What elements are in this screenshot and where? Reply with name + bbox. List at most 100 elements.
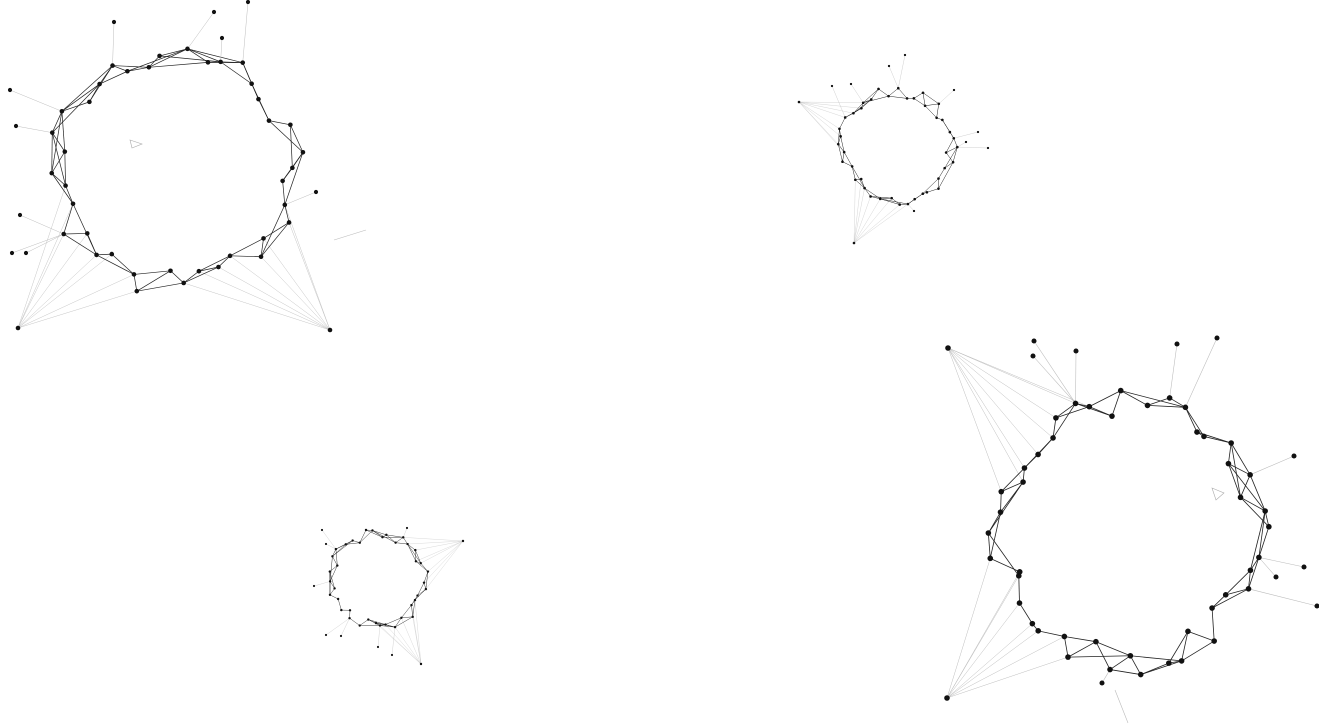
satellite-edge	[850, 83, 864, 103]
graph-node	[367, 618, 370, 621]
ring-edge	[183, 270, 200, 284]
graph-node	[1016, 600, 1023, 606]
graph-node	[951, 160, 955, 164]
hub-edge	[288, 222, 331, 331]
ring-edge	[412, 600, 416, 617]
graph-node	[1031, 338, 1037, 344]
satellite-edge	[831, 85, 846, 118]
hub-edge	[853, 188, 865, 244]
hub-edge	[853, 203, 909, 244]
ring-edge	[345, 540, 353, 545]
ring-edge	[198, 266, 219, 272]
ring-edge	[395, 542, 408, 545]
graph-node	[344, 543, 347, 546]
graph-node	[887, 64, 891, 68]
graph-node	[986, 146, 990, 150]
graph-node	[1201, 433, 1207, 440]
graph-node	[227, 253, 233, 259]
ring-edge	[944, 146, 958, 169]
graph-node	[245, 0, 251, 5]
graph-node	[424, 587, 428, 591]
ring-edge	[913, 92, 924, 99]
ring-edge	[1120, 390, 1148, 406]
ring-edge	[385, 617, 402, 625]
hub-edge	[798, 101, 845, 153]
graph-node	[852, 111, 855, 115]
hub-edge	[17, 185, 66, 329]
ring-edge	[990, 557, 1020, 573]
graph-node	[110, 63, 115, 68]
hub-edge	[946, 656, 1069, 699]
ring-edge	[880, 197, 892, 200]
ring-edge	[946, 146, 958, 153]
satellite-edge	[313, 581, 331, 587]
ring-edge	[1130, 655, 1142, 675]
ring-edge	[838, 128, 840, 145]
hub-edge	[407, 540, 464, 545]
ring-edge	[148, 55, 160, 68]
ring-edge	[1249, 474, 1266, 512]
ring-edge	[386, 534, 404, 538]
graph-node	[943, 166, 946, 170]
ring-edge	[415, 550, 417, 562]
graph-node	[878, 197, 882, 201]
hub-edge	[218, 266, 331, 331]
ring-edge	[899, 203, 908, 205]
graph-node	[1030, 353, 1036, 359]
graph-node	[1029, 620, 1036, 627]
graph-node	[414, 560, 418, 563]
ring-edge	[349, 617, 360, 626]
ring-edge	[415, 561, 429, 572]
graph-node	[376, 645, 380, 649]
hub-edge	[853, 198, 892, 244]
graph-node	[1228, 440, 1234, 446]
ring-edge	[839, 117, 846, 129]
ring-edge	[863, 95, 889, 103]
ring-edge	[1211, 594, 1226, 609]
ring-edge	[282, 180, 286, 205]
graph-node	[945, 345, 951, 351]
ring-edge	[345, 542, 360, 545]
ring-edge	[871, 88, 879, 100]
graph-node	[1117, 387, 1124, 394]
graph-node	[109, 251, 115, 257]
graph-node	[70, 201, 76, 207]
ring-edge	[112, 65, 128, 72]
ring-edge	[1181, 640, 1215, 662]
ring-edge	[61, 111, 66, 152]
graph-node	[1209, 605, 1215, 611]
satellite-edge	[325, 618, 350, 636]
ring-edge	[1064, 636, 1096, 643]
ring-edge	[1109, 655, 1131, 670]
graph-node	[49, 170, 55, 176]
ring-edge	[1225, 569, 1251, 596]
hub-edge	[946, 636, 1065, 699]
graph-node	[286, 220, 292, 225]
graph-node	[1061, 633, 1068, 640]
graph-node	[1065, 654, 1071, 660]
graph-node	[913, 197, 916, 201]
graph-node	[381, 536, 384, 539]
graph-node	[258, 254, 264, 260]
ring-edge	[1228, 463, 1266, 512]
graph-node	[1144, 402, 1151, 409]
ring-edge	[51, 132, 66, 152]
ring-edge	[1001, 481, 1024, 493]
satellite-edge	[11, 233, 64, 254]
graph-node	[1035, 628, 1042, 634]
graph-node	[1266, 523, 1272, 530]
ring-edge	[1168, 631, 1189, 664]
hub-edge	[946, 571, 1020, 699]
graph-node	[1182, 404, 1189, 411]
graph-node	[290, 165, 295, 171]
graph-node	[976, 130, 980, 134]
ring-edge	[898, 88, 908, 99]
graph-node	[1099, 680, 1105, 686]
ring-edge	[988, 481, 1024, 534]
graph-node	[410, 603, 413, 607]
ring-edge	[1055, 403, 1076, 419]
graph-node	[937, 177, 940, 180]
graph-node	[1174, 341, 1180, 347]
graph-node	[336, 564, 339, 567]
